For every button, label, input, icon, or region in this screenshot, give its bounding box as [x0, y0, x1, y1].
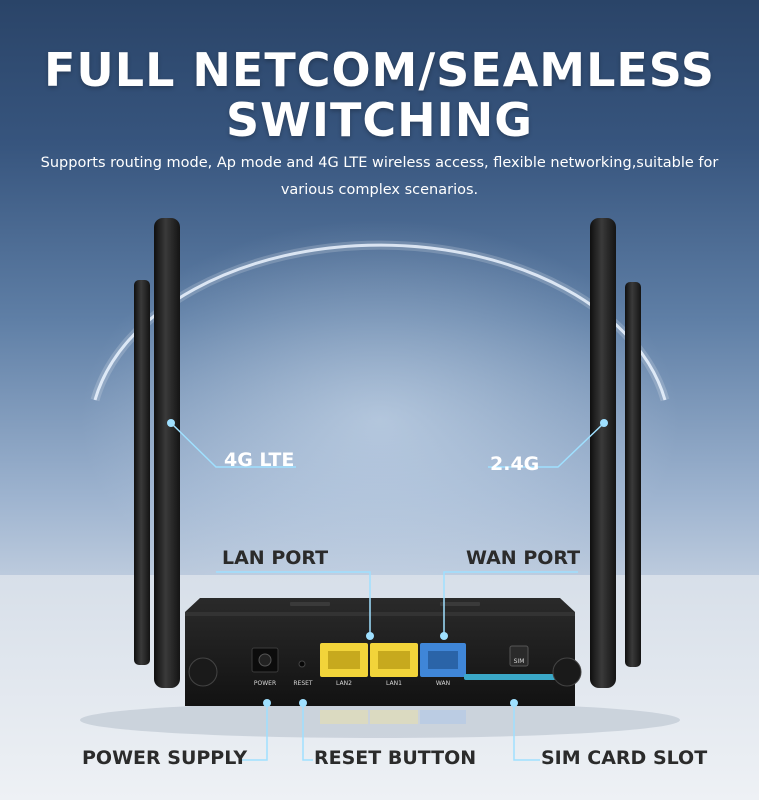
lan1-reflection — [370, 710, 418, 724]
antenna-hinge-right — [552, 657, 582, 687]
callout-line-2-4g — [488, 422, 605, 468]
headline-line-2: SWITCHING — [226, 93, 533, 147]
antenna-front-left — [154, 218, 180, 688]
router-top-edge — [185, 612, 575, 616]
lan2-reflection — [320, 710, 368, 724]
port-label-wan: WAN — [435, 680, 451, 687]
lan2-port-socket — [328, 651, 360, 669]
antenna-hinge-left — [188, 657, 218, 687]
callout-dot-4g-lte — [167, 419, 175, 427]
subtitle-line-2: various complex scenarios. — [280, 182, 479, 198]
power-jack-pin — [258, 653, 272, 667]
callout-line-sim — [513, 703, 540, 761]
wan-reflection — [420, 710, 466, 724]
router-shadow — [80, 702, 680, 738]
callout-line-lan-port — [216, 571, 371, 636]
antenna-front-right — [590, 218, 616, 688]
router-vent-1 — [290, 602, 330, 606]
callout-dots — [167, 419, 608, 707]
port-label-reset: RESET — [293, 680, 313, 687]
wan-port-socket — [428, 651, 458, 669]
port-label-sim: SIM — [513, 658, 525, 665]
antenna-back-left — [134, 280, 150, 665]
callout-line-wan-port — [443, 571, 578, 636]
callout-dot-lan — [366, 632, 374, 640]
port-label-lan1: LAN1 — [386, 680, 402, 687]
callout-lines — [170, 422, 605, 761]
callout-wan-port: WAN PORT — [466, 547, 581, 569]
headline-line-1: FULL NETCOM/SEAMLESS — [43, 43, 715, 97]
subtitle-line-1: Supports routing mode, Ap mode and 4G LT… — [40, 155, 719, 171]
sim-symbol — [509, 645, 529, 667]
callout-reset-button: RESET BUTTON — [314, 747, 477, 769]
reset-hole — [298, 660, 306, 668]
callout-line-reset — [302, 703, 313, 761]
callout-4g-lte: 4G LTE — [224, 449, 295, 471]
port-label-power: POWER — [253, 680, 277, 687]
port-label-lan2: LAN2 — [336, 680, 352, 687]
background-glow — [80, 220, 680, 620]
callout-lan-port: LAN PORT — [222, 547, 329, 569]
callout-power-supply: POWER SUPPLY — [82, 747, 248, 769]
lan1-port-socket — [378, 651, 410, 669]
callout-line-4g-lte — [170, 422, 296, 468]
antenna-back-right — [625, 282, 641, 667]
callout-dot-2-4g — [600, 419, 608, 427]
callout-dot-power — [263, 699, 271, 707]
router-vent-2 — [440, 602, 480, 606]
sim-slot — [464, 674, 556, 680]
callout-sim-card-slot: SIM CARD SLOT — [541, 747, 708, 769]
callout-dot-wan — [440, 632, 448, 640]
callout-line-power — [242, 703, 268, 761]
callout-dot-reset — [299, 699, 307, 707]
callout-2-4g: 2.4G — [490, 453, 540, 475]
callout-dot-sim — [510, 699, 518, 707]
